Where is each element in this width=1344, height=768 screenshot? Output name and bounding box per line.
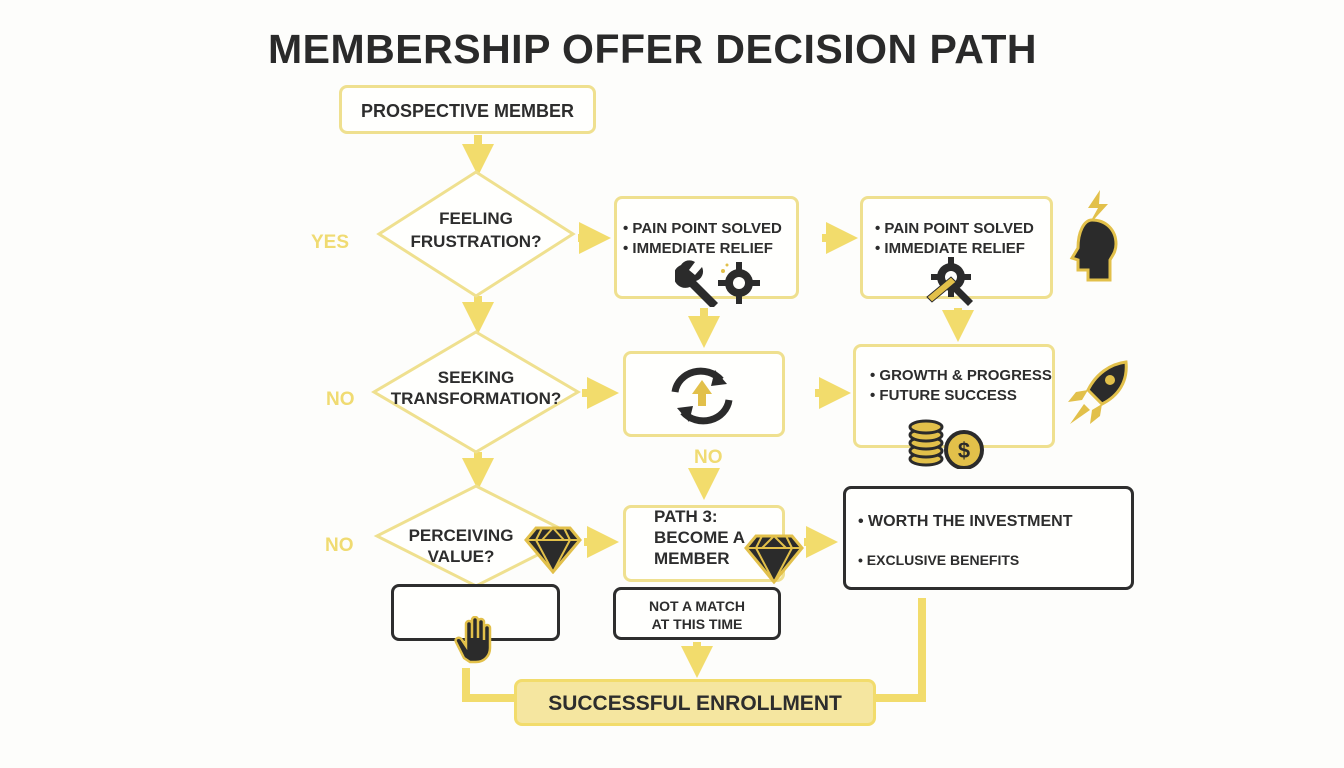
pain-right-item-2: IMMEDIATE RELIEF: [875, 240, 1025, 257]
worth-item-1: WORTH THE INVESTMENT: [858, 513, 1072, 531]
pain-left-item-1: PAIN POINT SOLVED: [623, 220, 781, 237]
page-title: MEMBERSHIP OFFER DECISION PATH: [268, 26, 1037, 72]
growth-box: GROWTH & PROGRESS FUTURE SUCCESS $: [853, 344, 1055, 469]
decision-1-label: FEELING FRUSTRATION?: [396, 207, 556, 253]
side-label-yes: YES: [311, 232, 350, 253]
not-a-match-box: NOT A MATCH AT THIS TIME: [613, 587, 781, 640]
cycle-arrows-icon: [671, 367, 733, 425]
start-box: PROSPECTIVE MEMBER: [339, 85, 596, 134]
pain-right-item-1: PAIN POINT SOLVED: [875, 220, 1033, 237]
coins-dollar-icon: $: [908, 419, 984, 469]
pain-point-box-right: PAIN POINT SOLVED IMMEDIATE RELIEF: [860, 196, 1053, 306]
growth-item-1: GROWTH & PROGRESS: [870, 367, 1052, 384]
side-label-no-row3: NO: [325, 535, 354, 556]
pain-point-box-left: PAIN POINT SOLVED IMMEDIATE RELIEF: [614, 196, 799, 307]
growth-item-2: FUTURE SUCCESS: [870, 387, 1017, 404]
transformation-cycle-box: [623, 351, 785, 437]
head-lightning-icon: [1069, 190, 1118, 282]
diamond-icon-path3: [744, 534, 804, 585]
decision-2-line1: SEEKING: [437, 368, 515, 387]
not-match-line1: NOT A MATCH: [649, 598, 745, 614]
svg-text:$: $: [958, 438, 970, 463]
decision-3-label: PERCEIVING VALUE?: [396, 525, 526, 567]
side-label-no-row2: NO: [326, 389, 355, 410]
decision-1-line1: FEELING: [439, 209, 513, 228]
decision-2-label: SEEKING TRANSFORMATION?: [386, 367, 566, 409]
decision-3-line2: VALUE?: [427, 547, 495, 566]
not-match-line2: AT THIS TIME: [651, 616, 743, 632]
side-label-no-mid: NO: [694, 447, 723, 468]
path3-line1: PATH 3:: [654, 507, 718, 526]
worth-item-2: EXCLUSIVE BENEFITS: [858, 552, 1019, 568]
pain-left-item-2: IMMEDIATE RELIEF: [623, 240, 773, 257]
worth-investment-box: WORTH THE INVESTMENT EXCLUSIVE BENEFITS: [843, 486, 1134, 590]
connector-right-to-end: [876, 598, 926, 702]
not-a-match-label: NOT A MATCH AT THIS TIME: [616, 597, 778, 633]
end-label: SUCCESSFUL ENROLLMENT: [548, 692, 842, 715]
path3-line2: BECOME A: [654, 528, 745, 547]
decision-2-line2: TRANSFORMATION?: [390, 389, 562, 408]
gear-wrench-icon: [926, 257, 973, 306]
diamond-icon: [524, 526, 582, 574]
hand-stop-icon: [454, 616, 492, 664]
wrench-gear-icon: [675, 260, 760, 307]
connector-left-to-end: [462, 668, 516, 702]
decision-diamond-1: [376, 170, 576, 298]
path3-label: PATH 3: BECOME A MEMBER: [654, 506, 745, 569]
decision-3-line1: PERCEIVING: [408, 526, 514, 545]
successful-enrollment-box: SUCCESSFUL ENROLLMENT: [514, 679, 876, 726]
decision-1-line2: FRUSTRATION?: [410, 232, 542, 251]
decision-diamond-2: [371, 330, 581, 454]
path3-line3: MEMBER: [654, 549, 730, 568]
start-label: PROSPECTIVE MEMBER: [360, 101, 575, 121]
rocket-icon: [1068, 360, 1128, 424]
